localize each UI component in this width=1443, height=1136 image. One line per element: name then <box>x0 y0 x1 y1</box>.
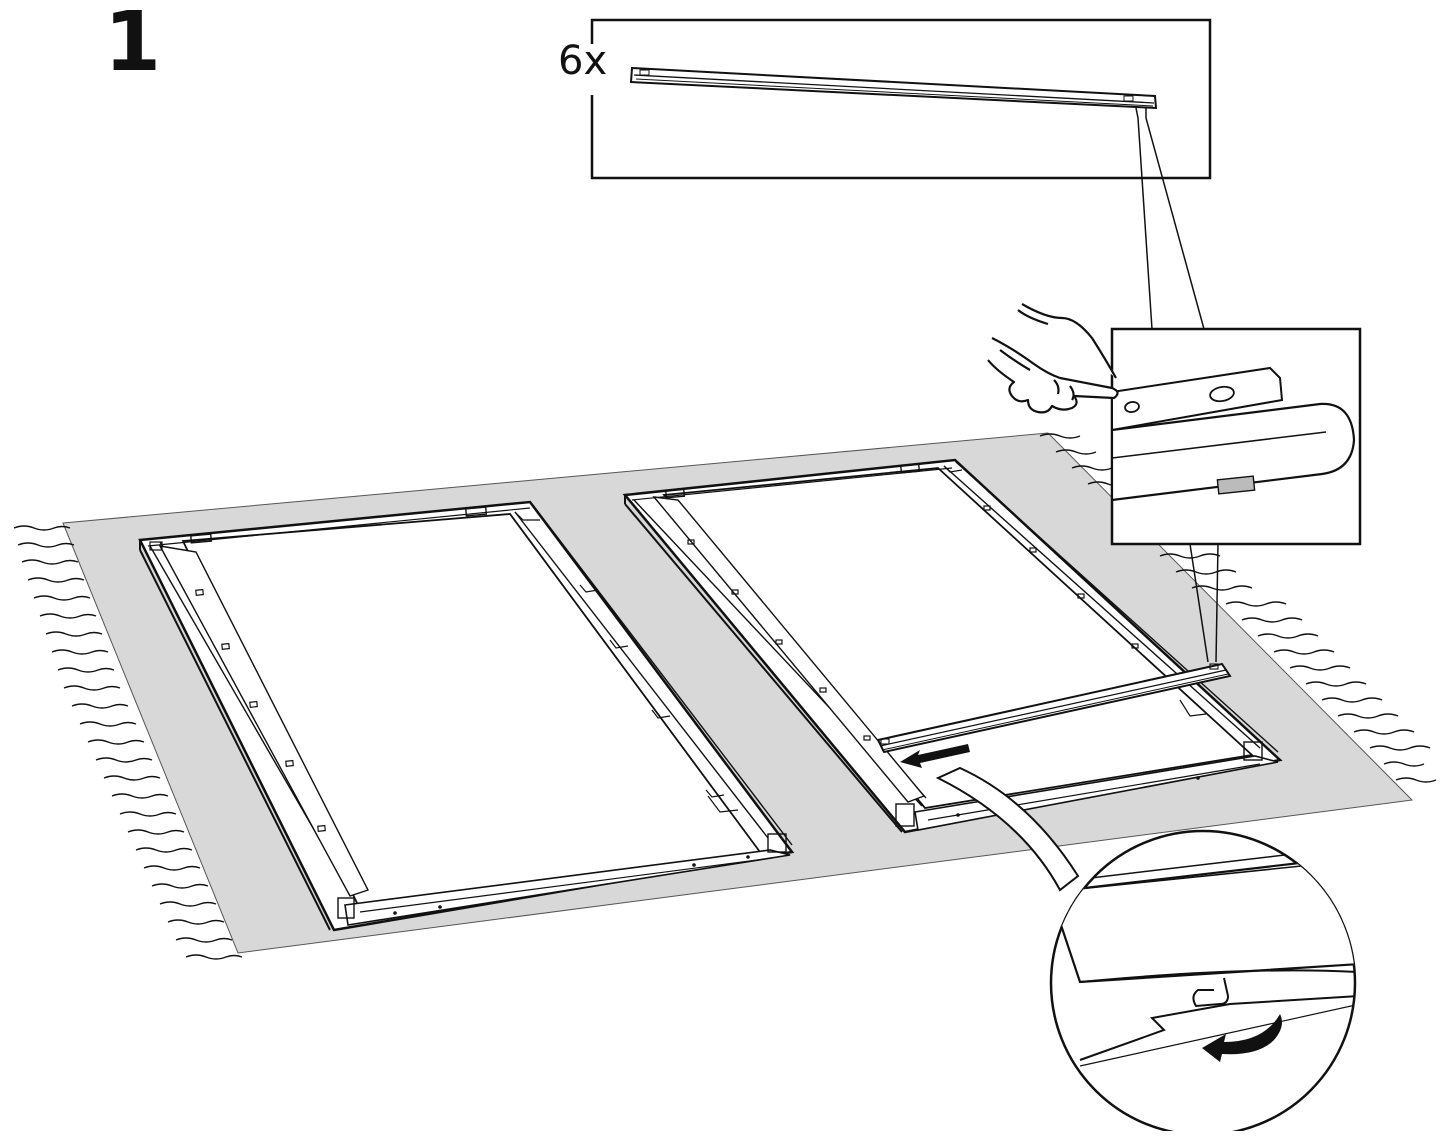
mat-fringe-left <box>13 525 243 960</box>
arrow-left-icon <box>900 744 970 768</box>
step-number: 1 <box>104 0 162 90</box>
curved-arrow-icon <box>1202 1014 1282 1062</box>
frame-panel-right <box>622 458 1283 834</box>
frame-panel-left <box>138 500 795 932</box>
quantity-label: 6x <box>558 38 608 84</box>
zoom-leader-lines-lower <box>1189 543 1219 663</box>
part-callout-box <box>590 18 1212 180</box>
rail-installed <box>876 662 1232 754</box>
pointing-hand-icon <box>987 303 1119 414</box>
zoom-leader-lines <box>1137 117 1205 330</box>
rail-part <box>629 66 1158 119</box>
detail-box-snap <box>1110 327 1362 546</box>
mat-fringe-right <box>1039 433 1437 783</box>
